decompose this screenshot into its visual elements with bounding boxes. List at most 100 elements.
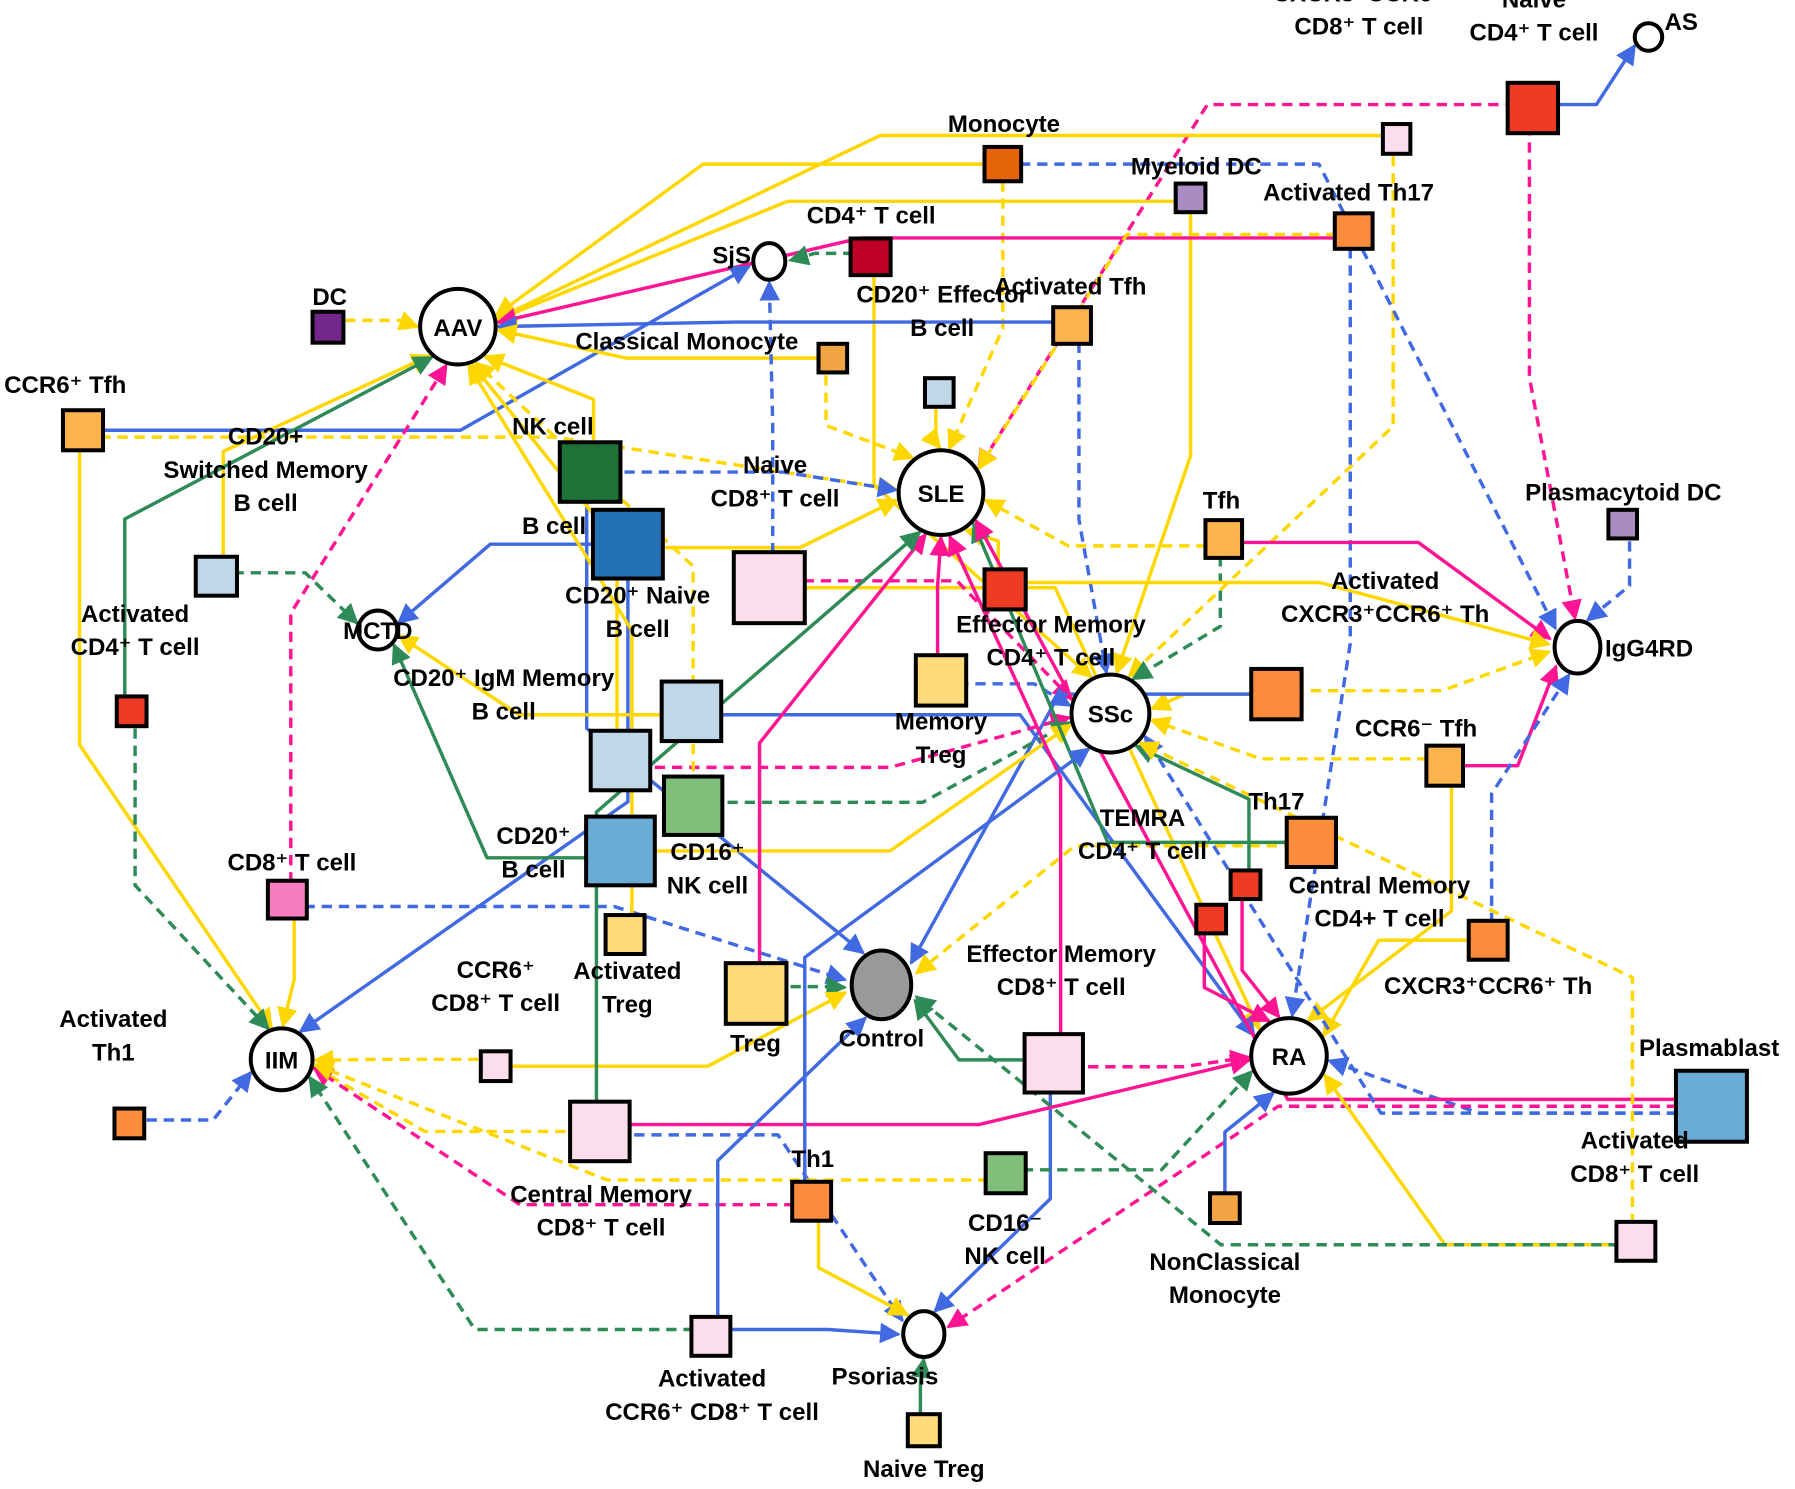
cell-square[interactable] [568, 1099, 632, 1164]
cell-node-nk[interactable]: NK cell [512, 413, 623, 504]
cell-square[interactable] [723, 961, 789, 1026]
cell-square[interactable] [603, 913, 647, 956]
cell-square[interactable] [689, 1314, 733, 1358]
cell-square[interactable] [478, 1049, 513, 1084]
disease-node-psoriasis[interactable]: Psoriasis [831, 1309, 947, 1390]
cell-square[interactable] [1424, 743, 1466, 788]
disease-circle[interactable] [356, 608, 400, 652]
cell-node-act-th17[interactable]: Activated Th17 [1263, 180, 1434, 251]
cell-node-plasmacytoid-dc[interactable]: Plasmacytoid DC [1525, 480, 1721, 541]
disease-circle[interactable] [751, 241, 788, 282]
cell-square[interactable] [1203, 518, 1245, 560]
cell-square[interactable] [590, 507, 665, 581]
cell-square[interactable] [913, 653, 969, 708]
cell-square[interactable] [112, 1106, 147, 1141]
cell-node-cd16pos-nk[interactable]: CD16⁺NK cell [661, 774, 748, 900]
cell-node-monocyte[interactable]: Monocyte [948, 111, 1060, 184]
cell-node-b-cell[interactable]: B cell [522, 507, 665, 581]
cell-square[interactable] [1228, 868, 1263, 902]
cell-square[interactable] [1051, 305, 1093, 346]
disease-node-igg4rd[interactable]: IgG4RD [1552, 618, 1693, 676]
disease-node-ssc[interactable]: SSc [1069, 672, 1152, 755]
cell-square[interactable] [848, 236, 893, 278]
cell-node-ccr6neg-tfh[interactable]: CCR6⁻ Tfh [1355, 715, 1477, 788]
cell-square[interactable] [983, 1151, 1028, 1196]
disease-node-sle[interactable]: SLE [896, 448, 986, 538]
cell-node-th17[interactable]: Th17 [1248, 789, 1338, 869]
cell-node-cd16neg-nk[interactable]: CD16⁻NK cell [964, 1151, 1046, 1270]
cell-square[interactable] [1249, 666, 1304, 722]
cell-square[interactable] [661, 774, 725, 837]
cell-node-cd20-b[interactable]: CD20⁺B cell [496, 814, 657, 888]
cell-square[interactable] [310, 309, 346, 345]
cell-square[interactable] [265, 878, 309, 921]
cell-node-cxcr3-ccr6-th[interactable]: CXCR3⁺CCR6⁺ Th [1384, 918, 1592, 1000]
cell-square[interactable] [731, 550, 807, 626]
cell-square[interactable] [1505, 80, 1561, 136]
cell-square[interactable] [982, 144, 1024, 184]
cell-node-ccr6-tfh[interactable]: CCR6⁺ Tfh [4, 372, 126, 453]
cell-node-naive-cd4[interactable]: NaiveCD4⁺ T cell [1470, 0, 1599, 136]
disease-circle[interactable] [1552, 618, 1603, 676]
cell-node-dc[interactable]: DC [310, 284, 347, 345]
cell-square[interactable] [1614, 1219, 1658, 1263]
cell-square[interactable] [60, 408, 106, 453]
cell-node-treg[interactable]: Treg [723, 961, 789, 1057]
cell-node-myeloid-dc[interactable]: Myeloid DC [1131, 153, 1262, 215]
disease-circle[interactable] [1632, 21, 1665, 53]
cell-square[interactable] [1173, 181, 1208, 215]
disease-circle[interactable] [896, 448, 986, 538]
disease-node-as[interactable]: AS [1632, 9, 1698, 53]
cell-square[interactable] [1022, 1032, 1085, 1095]
cell-square[interactable] [114, 694, 149, 729]
cell-square[interactable] [905, 1412, 942, 1449]
disease-circle[interactable] [248, 1026, 315, 1093]
cell-node-plasmablast[interactable]: Plasmablast [1639, 1035, 1779, 1144]
cell-square[interactable] [1466, 918, 1510, 962]
disease-circle[interactable] [1249, 1016, 1329, 1096]
disease-node-aav[interactable]: AAV [418, 286, 498, 367]
cell-node-cd4-t[interactable]: CD4⁺ T cell [807, 203, 936, 278]
disease-node-control[interactable]: Control [839, 948, 924, 1053]
cell-square[interactable] [1284, 815, 1338, 869]
cell-square[interactable] [557, 440, 623, 504]
cell-square[interactable] [1606, 507, 1640, 541]
cell-square[interactable] [982, 567, 1028, 612]
cell-node-cd8-t[interactable]: CD8⁺ T cell [227, 849, 356, 921]
cell-square[interactable] [922, 376, 956, 409]
disease-node-ra[interactable]: RA [1249, 1016, 1329, 1096]
cell-square[interactable] [584, 814, 657, 888]
cell-node-th1[interactable]: Th1 [790, 1146, 834, 1223]
cell-node-tfh[interactable]: Tfh [1203, 488, 1245, 560]
cell-node-classical-mono[interactable]: Classical Monocyte [575, 329, 850, 375]
disease-node-iim[interactable]: IIM [248, 1026, 315, 1093]
cell-square[interactable] [790, 1179, 834, 1223]
cell-square[interactable] [659, 679, 724, 744]
cell-square[interactable] [1332, 211, 1375, 251]
disease-circle[interactable] [418, 286, 498, 367]
disease-node-mctd[interactable]: MCTD [343, 608, 412, 652]
disease-circle[interactable] [901, 1309, 947, 1359]
cell-node-ccr6-cd8[interactable]: CCR6⁺CD8⁺ T cell [431, 957, 560, 1084]
cell-node-act-tfh[interactable]: Activated Tfh [994, 274, 1146, 346]
cell-node-naive-treg[interactable]: Naive Treg [863, 1412, 985, 1483]
